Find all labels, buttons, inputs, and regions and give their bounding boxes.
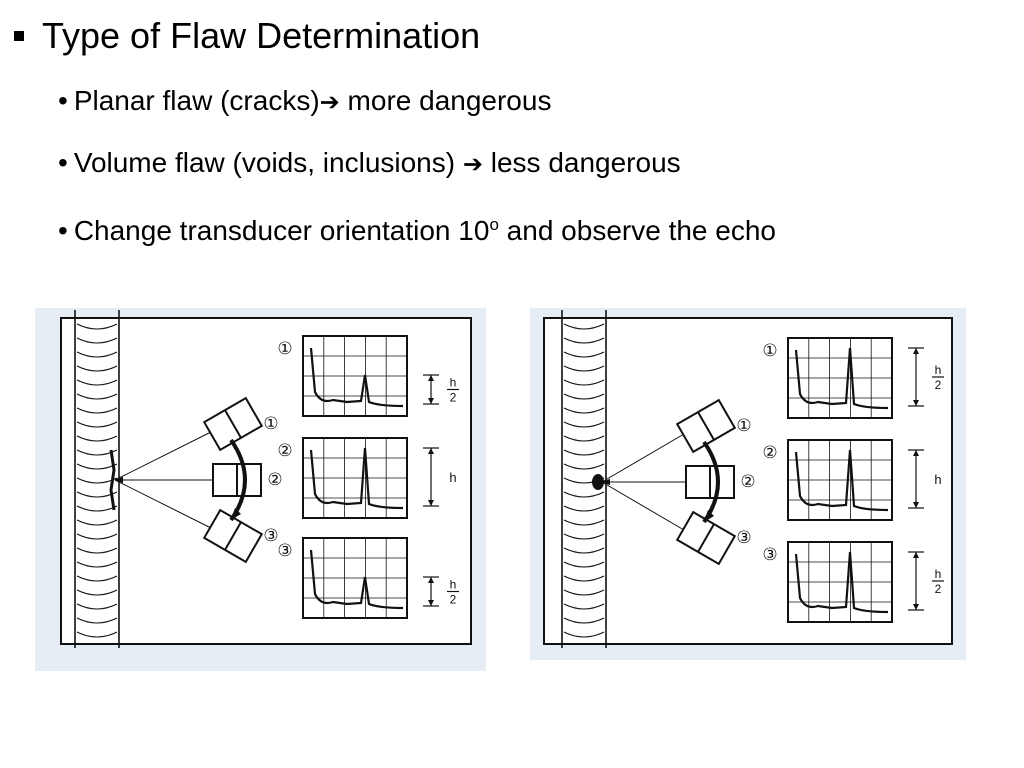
height-arrowhead <box>913 502 919 508</box>
bullet-text: less dangerous <box>482 147 681 178</box>
transducer <box>202 508 264 564</box>
transducer <box>202 396 264 452</box>
screen-number-label: ① <box>762 341 777 360</box>
echo-trace <box>794 347 889 410</box>
height-label-denominator: 2 <box>450 391 457 405</box>
transducer-divider <box>697 411 715 441</box>
beam-arrowhead <box>602 479 610 485</box>
height-arrowhead <box>913 604 919 610</box>
screen-number-label: ③ <box>762 545 777 564</box>
rotation-arrowhead <box>704 510 714 522</box>
transducer <box>685 465 735 499</box>
transducer <box>675 398 737 454</box>
bullet-text: and observe the echo <box>498 215 776 246</box>
height-arrowhead <box>428 398 434 404</box>
echo-trace <box>794 551 889 614</box>
position-number-label: ② <box>740 472 755 491</box>
bullet-dot: • <box>58 215 68 246</box>
bullet-orientation: •Change transducer orientation 10o and o… <box>58 208 776 246</box>
screen-number-label: ② <box>277 441 292 460</box>
beam-line <box>601 481 685 531</box>
position-number-label: ③ <box>736 528 751 547</box>
degree-superscript: o <box>489 215 499 234</box>
crack-flaw <box>109 449 116 511</box>
height-arrowhead <box>428 500 434 506</box>
transducer-divider <box>224 409 242 439</box>
height-label-denominator: 2 <box>450 593 457 607</box>
transducer <box>212 463 262 497</box>
bullet-planar: •Planar flaw (cracks)➔ more dangerous <box>58 84 776 118</box>
beam-line <box>601 433 685 483</box>
height-arrowhead <box>913 552 919 558</box>
height-arrowhead <box>428 600 434 606</box>
height-label-denominator: 2 <box>935 378 942 392</box>
weld-ripples <box>76 323 118 638</box>
bullet-dot: • <box>58 147 68 178</box>
bullet-text: Change transducer orientation 10 <box>73 215 490 246</box>
transducer <box>675 510 737 566</box>
transducer-divider <box>697 523 715 553</box>
bullet-text: Volume flaw (voids, inclusions) <box>73 147 463 178</box>
square-bullet-icon <box>14 31 24 41</box>
height-arrowhead <box>913 450 919 456</box>
echo-trace <box>309 549 404 610</box>
transducer-divider <box>224 521 242 551</box>
bullet-dot: • <box>58 85 68 116</box>
beam-arrowhead <box>115 477 123 483</box>
echo-trace <box>309 347 404 408</box>
height-arrowhead <box>428 375 434 381</box>
height-arrowhead <box>913 348 919 354</box>
void-flaw <box>592 474 604 490</box>
height-label: h <box>449 470 456 485</box>
position-number-label: ① <box>736 416 751 435</box>
height-arrowhead <box>428 448 434 454</box>
arrow-right-icon: ➔ <box>319 89 340 116</box>
title-row: Type of Flaw Determination <box>14 14 480 58</box>
position-number-label: ① <box>263 414 278 433</box>
screen-number-label: ② <box>762 443 777 462</box>
height-arrowhead <box>913 400 919 406</box>
echo-trace <box>309 447 404 510</box>
beam-line <box>114 431 212 481</box>
bullet-text: Planar flaw (cracks) <box>73 85 320 116</box>
beam-line <box>114 479 212 529</box>
screen-number-label: ① <box>277 339 292 358</box>
bullet-list: •Planar flaw (cracks)➔ more dangerous •V… <box>58 84 776 270</box>
arrow-right-icon: ➔ <box>462 151 483 178</box>
slide-title: Type of Flaw Determination <box>42 15 481 56</box>
bullet-text: more dangerous <box>339 85 552 116</box>
height-label-numerator: h <box>935 567 942 581</box>
position-number-label: ② <box>267 470 282 489</box>
height-arrowhead <box>428 577 434 583</box>
screen-number-label: ③ <box>277 541 292 560</box>
height-label-denominator: 2 <box>935 582 942 596</box>
height-label-numerator: h <box>450 578 457 592</box>
position-number-label: ③ <box>263 526 278 545</box>
rotation-arrowhead <box>231 508 241 520</box>
height-label-numerator: h <box>450 376 457 390</box>
weld-ripples <box>563 323 605 638</box>
height-label-numerator: h <box>935 363 942 377</box>
bullet-volume: •Volume flaw (voids, inclusions) ➔ less … <box>58 146 776 180</box>
height-label: h <box>934 472 941 487</box>
echo-trace <box>794 449 889 512</box>
